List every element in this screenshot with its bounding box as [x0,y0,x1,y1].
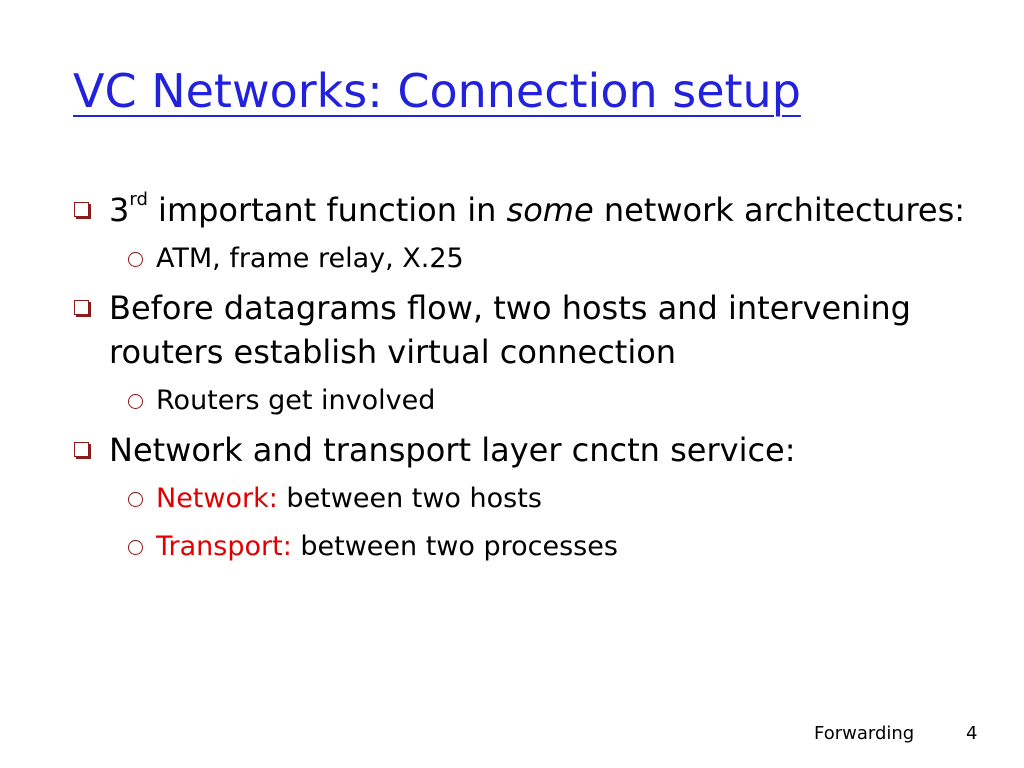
bullet-emphasis: some [506,191,594,229]
circle-bullet-icon [128,540,143,555]
bullet-text: Network and transport layer cnctn servic… [109,431,796,469]
sub-bullet-item: Network: between two hosts [72,478,972,520]
bullet-item: Before datagrams flow, two hosts and int… [72,286,972,374]
sub-bullet-label: Transport: [156,531,292,562]
slide-title: VC Networks: Connection setup [73,64,801,118]
circle-bullet-icon [128,252,143,267]
bullet-number: 3 [109,191,130,229]
bullet-text: important function in [147,191,507,229]
footer-label: Forwarding [814,723,915,744]
square-bullet-icon [74,442,89,457]
sub-bullet-item: ATM, frame relay, X.25 [72,238,972,280]
circle-bullet-icon [128,394,143,409]
square-bullet-icon [74,300,89,315]
bullet-item: Network and transport layer cnctn servic… [72,428,972,472]
sub-bullet-label: Network: [156,483,278,514]
bullet-text: network architectures: [593,191,966,229]
slide-content: 3rd important function in some network a… [72,188,972,574]
circle-bullet-icon [128,492,143,507]
sub-bullet-text: Routers get involved [156,385,436,416]
sub-bullet-text: between two hosts [277,483,542,514]
square-bullet-icon [74,202,89,217]
sub-bullet-text: ATM, frame relay, X.25 [156,243,464,274]
page-number: 4 [966,723,978,744]
bullet-ordinal-suffix: rd [129,189,148,211]
sub-bullet-item: Transport: between two processes [72,526,972,568]
bullet-item: 3rd important function in some network a… [72,188,972,232]
sub-bullet-text: between two processes [291,531,618,562]
sub-bullet-item: Routers get involved [72,380,972,422]
bullet-text: Before datagrams flow, two hosts and int… [109,289,911,371]
